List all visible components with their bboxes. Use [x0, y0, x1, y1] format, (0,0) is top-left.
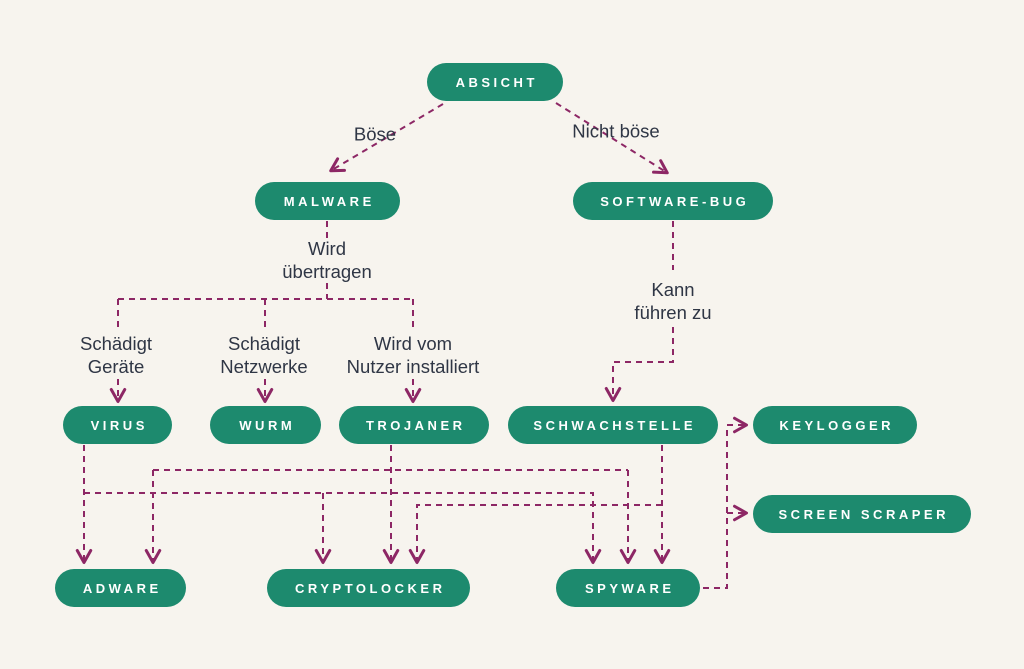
node-wurm: WURM: [210, 406, 321, 444]
node-schwachstelle-label: SCHWACHSTELLE: [533, 417, 697, 433]
edge-label-nicht-boese: Nicht böse: [572, 120, 660, 142]
node-malware: MALWARE: [255, 182, 400, 220]
node-virus: VIRUS: [63, 406, 172, 444]
edge-virus-rail-spyware: [84, 492, 602, 564]
edge-label-wird-uebertragen: Wird übertragen: [282, 238, 372, 282]
node-software-bug-label: SOFTWARE-BUG: [600, 193, 750, 209]
node-absicht-label: ABSICHT: [455, 74, 538, 90]
node-cryptolocker: CRYPTOLOCKER: [267, 569, 470, 607]
edge-label-wird-vom-nutzer: Wird vom Nutzer installiert: [346, 333, 480, 377]
edge-schwachstelle-rail-cryptolocker: [408, 504, 662, 564]
edge-softwarebug-schwachstelle: [604, 327, 674, 402]
edge-label-schaedigt-netzwerke: Schädigt Netzwerke: [220, 333, 308, 377]
node-spyware-label: SPYWARE: [584, 580, 675, 596]
node-virus-label: VIRUS: [90, 417, 148, 433]
node-trojaner: TROJANER: [339, 406, 489, 444]
node-software-bug: SOFTWARE-BUG: [573, 182, 773, 220]
node-adware-label: ADWARE: [82, 580, 162, 596]
edge-spyware-keylogger: [703, 416, 748, 589]
node-trojaner-label: TROJANER: [365, 417, 466, 433]
node-keylogger-label: KEYLOGGER: [779, 417, 895, 433]
node-absicht: ABSICHT: [427, 63, 563, 101]
node-adware: ADWARE: [55, 569, 186, 607]
node-screen-scraper: SCREEN SCRAPER: [753, 495, 971, 533]
node-schwachstelle: SCHWACHSTELLE: [508, 406, 718, 444]
node-keylogger: KEYLOGGER: [753, 406, 917, 444]
node-malware-label: MALWARE: [283, 193, 375, 209]
node-wurm-label: WURM: [239, 417, 296, 433]
node-screen-scraper-label: SCREEN SCRAPER: [778, 506, 949, 522]
edge-label-schaedigt-geraete: Schädigt Geräte: [80, 333, 152, 377]
node-spyware: SPYWARE: [556, 569, 700, 607]
edge-label-boese: Böse: [353, 123, 397, 145]
edge-label-kann-fuehren-zu: Kann führen zu: [634, 279, 712, 323]
node-cryptolocker-label: CRYPTOLOCKER: [295, 580, 446, 596]
